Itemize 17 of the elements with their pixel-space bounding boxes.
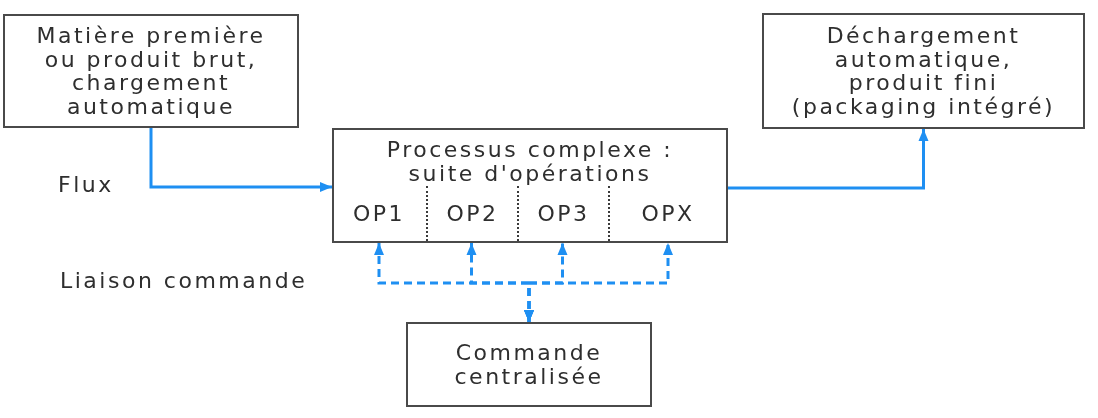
arrow <box>728 129 929 190</box>
process-box <box>762 13 1085 129</box>
operation-section: OPX <box>608 186 726 241</box>
dashed-arrow <box>524 243 673 322</box>
label-text: Commande centralisée <box>453 341 605 388</box>
annotation-text: Flux <box>58 173 114 197</box>
label-text: Déchargement automatique, produit fini (packaging intégré) <box>790 24 1057 118</box>
operation-section: OP3 <box>517 186 608 241</box>
label-text: Matière première ou produit brut, chargement automatique <box>35 24 267 118</box>
label-text: Processus complexe : suite d'opérations <box>385 138 675 185</box>
process-box <box>3 14 299 128</box>
operation-section: OP1 <box>332 186 426 241</box>
operation-section: OP2 <box>426 186 517 241</box>
annotation-text: Liaison commande <box>60 269 308 293</box>
process-box <box>332 128 728 243</box>
process-box <box>406 322 652 407</box>
arrow <box>149 128 332 192</box>
